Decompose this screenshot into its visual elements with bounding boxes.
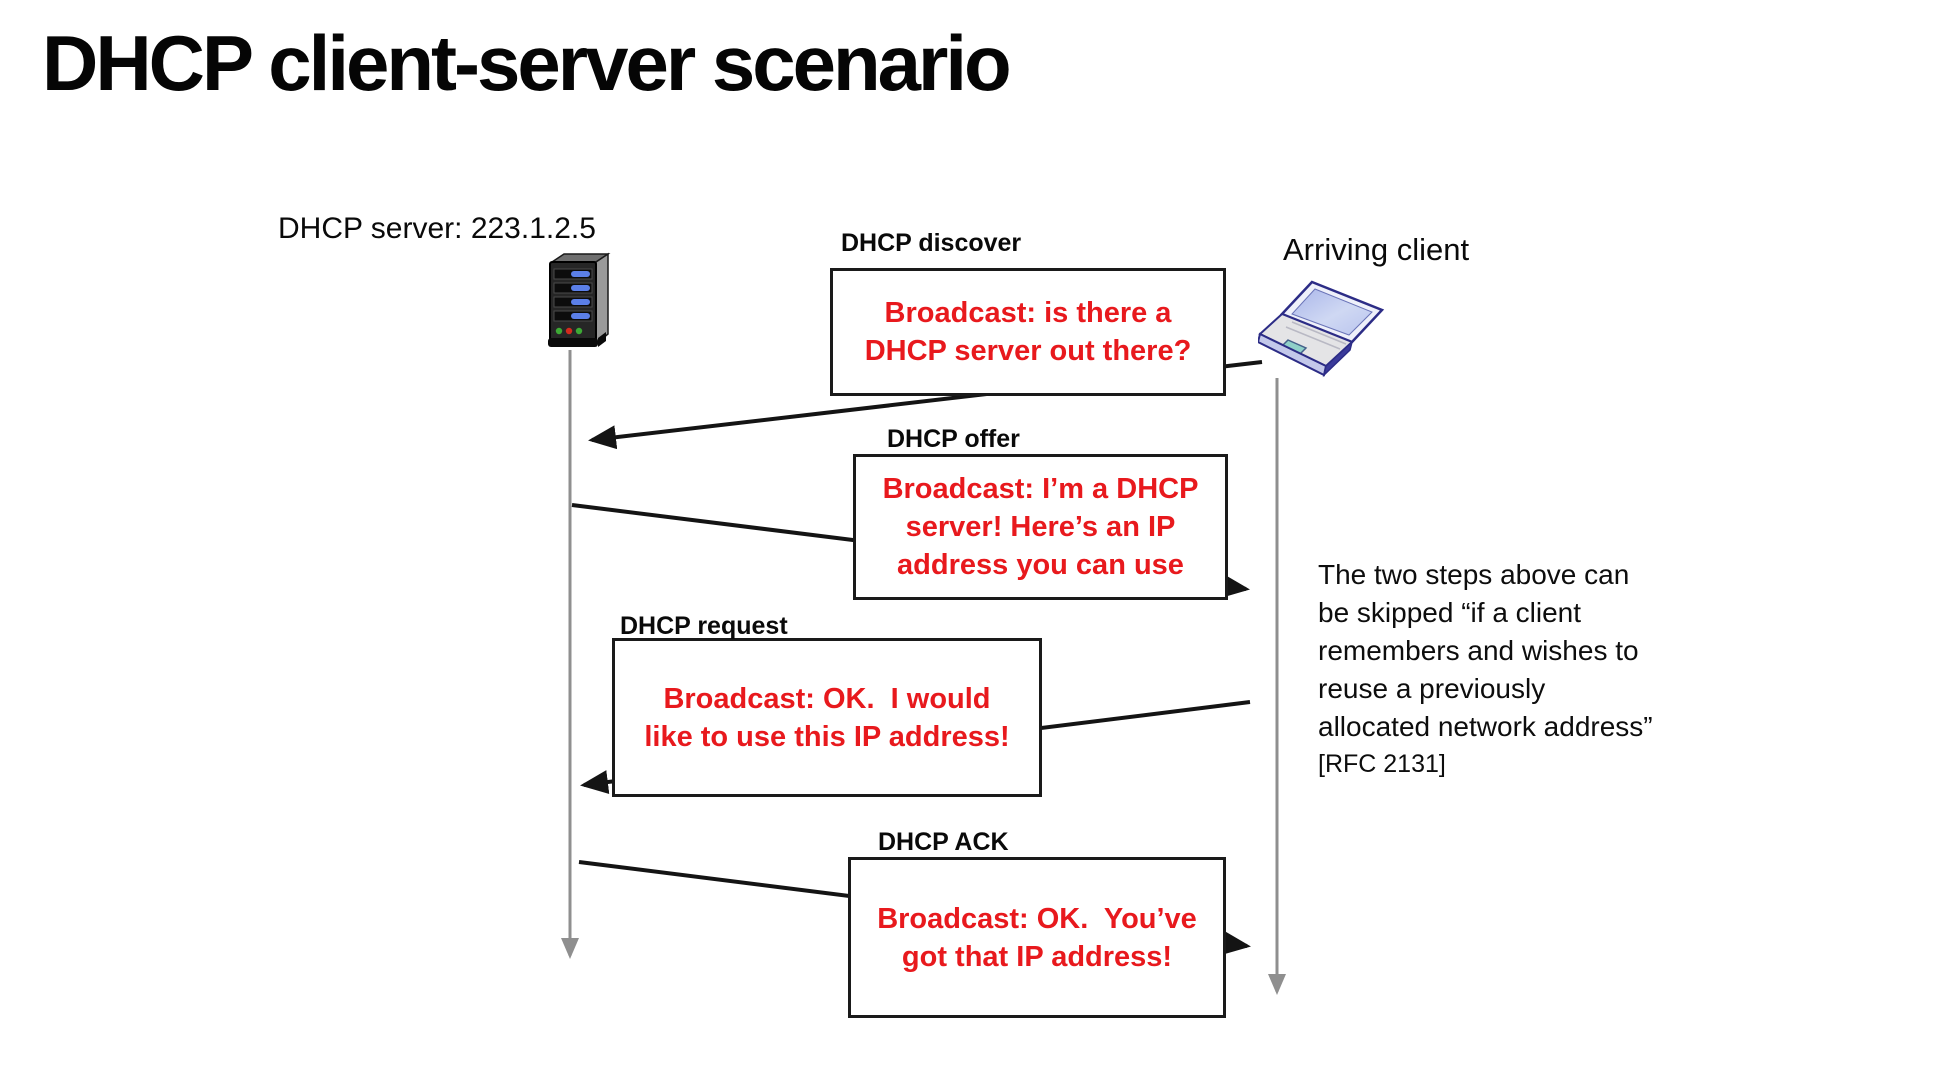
- message-box-dhcp-ack: Broadcast: OK. You’ve got that IP addres…: [848, 857, 1226, 1018]
- message-box-dhcp-request: Broadcast: OK. I would like to use this …: [612, 638, 1042, 797]
- arriving-client-label: Arriving client: [1283, 232, 1470, 267]
- page-title: DHCP client-server scenario: [42, 19, 1012, 107]
- server-tower-icon: [548, 252, 611, 347]
- message-label-dhcp-request: DHCP request: [620, 612, 788, 640]
- message-text-dhcp-discover: Broadcast: is there a DHCP server out th…: [864, 297, 1192, 367]
- message-label-dhcp-discover: DHCP discover: [841, 229, 1022, 257]
- message-text-dhcp-request: Broadcast: OK. I would like to use this …: [644, 682, 1010, 753]
- message-label-dhcp-offer: DHCP offer: [887, 425, 1020, 453]
- message-box-dhcp-discover: Broadcast: is there a DHCP server out th…: [830, 268, 1226, 396]
- rfc-note-text: The two steps above can be skipped “if a…: [1318, 559, 1653, 742]
- message-label-dhcp-ack: DHCP ACK: [878, 828, 1009, 856]
- message-text-dhcp-ack: Broadcast: OK. You’ve got that IP addres…: [877, 902, 1197, 973]
- message-box-dhcp-offer: Broadcast: I’m a DHCP server! Here’s an …: [853, 454, 1228, 600]
- dhcp-server-label: DHCP server: 223.1.2.5: [278, 212, 596, 245]
- message-text-dhcp-offer: Broadcast: I’m a DHCP server! Here’s an …: [882, 473, 1199, 581]
- rfc-note-citation: [RFC 2131]: [1318, 750, 1446, 778]
- rfc-note: The two steps above can be skipped “if a…: [1318, 556, 1718, 782]
- laptop-icon: [1258, 280, 1385, 378]
